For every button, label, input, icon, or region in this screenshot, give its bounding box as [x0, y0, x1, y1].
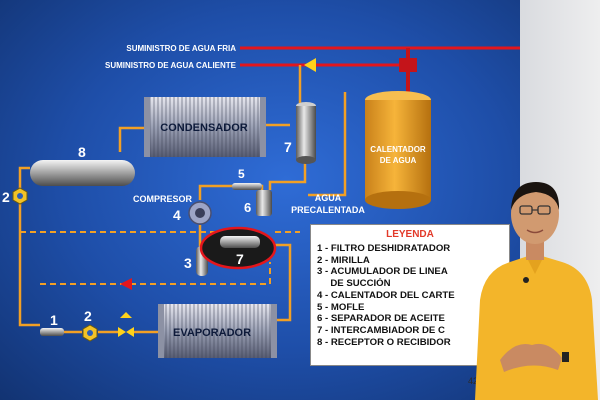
- heat-exchanger-bottom: [199, 226, 277, 270]
- refrigeration-diagram: SUMINISTRO DE AGUA FRIA SUMINISTRO DE AG…: [2, 44, 520, 358]
- muffler: [232, 183, 262, 190]
- legend-list: 1 - FILTRO DESHIDRATADOR 2 - MIRILLA 3 -…: [317, 243, 503, 348]
- heater-comp-number: 4: [173, 207, 181, 223]
- presenter-image: [475, 182, 598, 400]
- expansion-valve-icon: [118, 312, 134, 337]
- hot-water-label: SUMINISTRO DE AGUA CALIENTE: [105, 61, 237, 70]
- accumulator-number: 3: [184, 255, 192, 271]
- heater-label-2: DE AGUA: [380, 156, 417, 165]
- receiver: [30, 160, 135, 186]
- hx-top-number: 7: [284, 139, 292, 155]
- preheated-label-1: AGUA: [315, 193, 342, 203]
- condenser: [144, 97, 266, 157]
- legend-item: 3 - ACUMULADOR DE LINEA: [317, 266, 448, 278]
- heat-exchanger-top: [296, 102, 316, 164]
- sightglass-left-number: 2: [2, 189, 10, 205]
- evaporator-label: EVAPORADOR: [173, 327, 251, 339]
- filter-drier: [40, 328, 64, 336]
- hot-water-line: [240, 48, 417, 100]
- separator-number: 6: [244, 200, 251, 215]
- legend-item: 8 - RECEPTOR O RECIBIDOR: [317, 336, 451, 348]
- pipes: [18, 65, 347, 334]
- cold-water-label: SUMINISTRO DE AGUA FRIA: [126, 44, 236, 53]
- legend-box: LEYENDA 1 - FILTRO DESHIDRATADOR 2 - MIR…: [310, 224, 510, 366]
- receiver-number: 8: [78, 144, 86, 160]
- sight-glass-left: [12, 187, 28, 205]
- flow-arrow-icon: [120, 278, 132, 290]
- legend-item: 5 - MOFLE: [317, 301, 365, 313]
- compressor: [188, 201, 212, 225]
- muffler-number: 5: [238, 167, 245, 181]
- dashed-pipes: [20, 231, 300, 285]
- compressor-label: COMPRESOR: [133, 194, 193, 204]
- legend-item: 7 - INTERCAMBIADOR DE C: [317, 324, 445, 336]
- legend-item: 2 - MIRILLA: [317, 254, 370, 266]
- sight-glass-bottom: [82, 324, 98, 342]
- water-heater: [365, 91, 431, 209]
- legend-item: DE SUCCIÓN: [317, 278, 391, 290]
- preheated-label-2: PRECALENTADA: [291, 205, 365, 215]
- filter-number: 1: [50, 312, 58, 328]
- hot-water-arrow-icon: [304, 58, 316, 72]
- oil-separator: [256, 190, 272, 216]
- condenser-label: CONDENSADOR: [160, 122, 247, 134]
- legend-item: 6 - SEPARADOR DE ACEITE: [317, 313, 445, 325]
- evaporator: [158, 304, 277, 358]
- diagram-slide: SUMINISTRO DE AGUA FRIA SUMINISTRO DE AG…: [0, 0, 520, 400]
- hx-bottom-number: 7: [236, 251, 244, 267]
- legend-item: 1 - FILTRO DESHIDRATADOR: [317, 243, 451, 254]
- sightglass-bottom-number: 2: [84, 308, 92, 324]
- page-number: 42: [468, 376, 479, 386]
- legend-item: 4 - CALENTADOR DEL CARTE: [317, 289, 455, 301]
- legend-title: LEYENDA: [386, 229, 434, 240]
- heater-label-1: CALENTADOR: [370, 145, 426, 154]
